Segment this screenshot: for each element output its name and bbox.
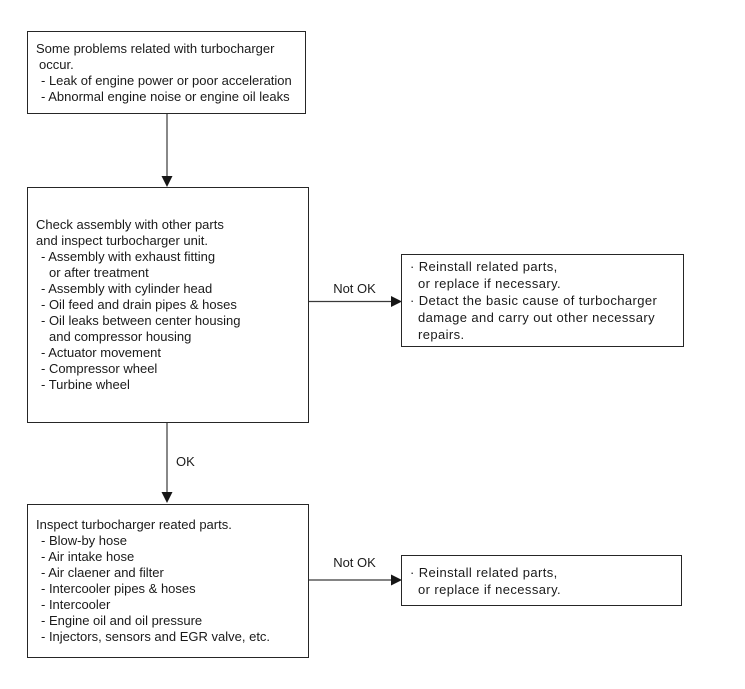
text-line: or replace if necessary. [418,581,562,597]
text-line: · Detact the basic cause of turbocharger [410,293,658,308]
text-line: - Injectors, sensors and EGR valve, etc. [41,629,271,644]
action-box-reinstall-or-replace: · Reinstall related parts, or replace if… [401,555,682,606]
text-line: Inspect turbocharger reated parts. [36,517,232,532]
label-ok: OK [176,454,195,469]
text-line: - Intercooler pipes & hoses [41,581,196,596]
text-line: - Turbine wheel [41,377,130,392]
text-line: or replace if necessary. [418,276,562,291]
arrow-check-to-inspect-ok [161,423,173,503]
arrow-check-to-action1-not-ok [309,296,402,307]
text-line: - Oil feed and drain pipes & hoses [41,297,237,312]
text-line: · Reinstall related parts, [410,259,558,274]
text-line: - Blow-by hose [41,533,127,548]
start-box-turbocharger-problems: Some problems related with turbocharger … [27,31,306,114]
text-line: - Assembly with cylinder head [41,281,213,296]
text-line: Check assembly with other parts [36,217,224,232]
text-line: and compressor housing [49,329,192,344]
text-line: - Actuator movement [41,345,161,360]
text-line: - Compressor wheel [41,361,158,376]
text-line: - Engine oil and oil pressure [41,613,203,628]
label-not-ok-bottom: Not OK [333,555,376,570]
text-line: · Reinstall related parts, [410,564,558,580]
text-line: - Leak of engine power or poor accelerat… [41,72,292,88]
text-line: - Abnormal engine noise or engine oil le… [41,88,290,104]
text-line: repairs. [418,327,465,342]
arrow-problems-to-check [161,114,173,187]
text-line: - Air claener and filter [41,565,164,580]
text-line: and inspect turbocharger unit. [36,233,208,248]
arrow-inspect-to-action2-not-ok [309,574,402,586]
text-line: Some problems related with turbocharger [36,40,275,56]
text-line: - Air intake hose [41,549,135,564]
text-line: damage and carry out other necessary [418,310,655,325]
process-box-inspect-related-parts: Inspect turbocharger reated parts. - Blo… [27,504,309,658]
label-not-ok-top: Not OK [333,281,376,296]
text-line: - Oil leaks between center housing [41,313,241,328]
text-line: or after treatment [49,265,149,280]
text-line: - Assembly with exhaust fitting [41,249,216,264]
text-line: occur. [39,56,74,72]
action-box-reinstall-and-detect-cause: · Reinstall related parts, or replace if… [401,254,684,347]
process-box-check-assembly: Check assembly with other parts and insp… [27,187,309,423]
text-line: - Intercooler [41,597,111,612]
